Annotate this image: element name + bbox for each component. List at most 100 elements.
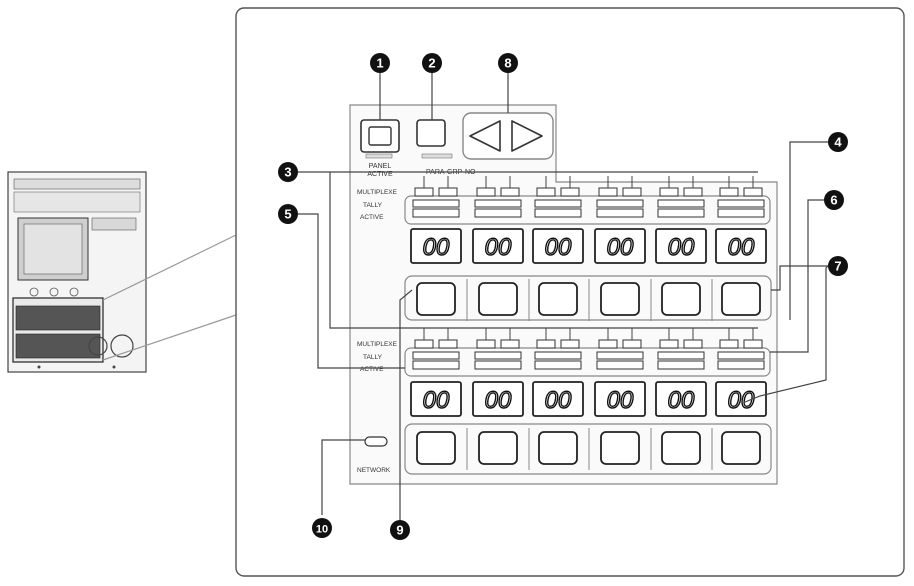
- para-grp-no-indicator: [421, 153, 453, 159]
- callout-circle: [278, 162, 298, 182]
- module-top-5: 00: [655, 176, 713, 321]
- multiplexe-led: [476, 339, 496, 349]
- para-grp-no-button[interactable]: [416, 119, 446, 147]
- callout-9: 9: [390, 520, 410, 540]
- module-bottom-6: 00: [715, 328, 767, 465]
- callout-6: 6: [824, 190, 844, 210]
- callout-circle: [312, 518, 332, 538]
- active-bar: [596, 208, 644, 218]
- seven-seg-display: [655, 228, 707, 264]
- tally-bar: [534, 199, 582, 208]
- module-button[interactable]: [538, 282, 578, 316]
- multiplexe-led: [622, 187, 642, 197]
- seven-seg-display: [655, 381, 707, 417]
- module-bottom-2: 00: [472, 328, 530, 470]
- display-value: 00: [668, 234, 695, 261]
- tally-active-group-bottom: [404, 347, 771, 377]
- callout-number: 6: [830, 193, 837, 208]
- multiplexe-led: [683, 187, 703, 197]
- module-button[interactable]: [478, 282, 518, 316]
- module-bottom-3: 00: [532, 328, 590, 470]
- panel-active-button-face: [368, 126, 392, 146]
- seven-seg-display: [410, 228, 462, 264]
- tally-bar: [474, 199, 522, 208]
- tally-label-top: TALLY: [363, 202, 383, 209]
- seven-seg-display: [715, 228, 767, 264]
- multiplexe-led: [414, 187, 434, 197]
- module-button[interactable]: [478, 431, 518, 465]
- multiplexe-led: [743, 187, 763, 197]
- multiplexe-led: [719, 187, 739, 197]
- button-row-group-bottom: [404, 423, 772, 475]
- active-label-bottom: ACTIVE: [360, 366, 384, 373]
- seven-seg-display: [472, 228, 524, 264]
- module-top-4: 00: [594, 176, 652, 321]
- module-button[interactable]: [600, 282, 640, 316]
- multiplexe-led: [683, 339, 703, 349]
- callout-number: 10: [316, 524, 328, 536]
- seven-seg-display: [715, 381, 767, 417]
- callout-7: 7: [828, 256, 848, 276]
- module-button[interactable]: [661, 282, 701, 316]
- module-button[interactable]: [416, 282, 456, 316]
- module-button[interactable]: [600, 431, 640, 465]
- module-bottom-1: 00: [410, 328, 468, 470]
- panel-label: PANEL: [369, 163, 392, 170]
- display-value: 00: [485, 234, 512, 261]
- active-bar: [474, 208, 522, 218]
- tally-bar: [534, 351, 582, 360]
- tally-bar: [474, 351, 522, 360]
- callout-3: 3: [278, 162, 298, 182]
- callout-5: 5: [278, 204, 298, 224]
- multiplexe-led: [500, 187, 520, 197]
- module-button[interactable]: [416, 431, 456, 465]
- multiplexe-led: [560, 187, 580, 197]
- callout-number: 7: [834, 259, 841, 274]
- overview-panel: [7, 171, 147, 373]
- active-bar: [717, 360, 765, 370]
- active-bar: [534, 360, 582, 370]
- display-value: 00: [545, 234, 572, 261]
- seven-seg-display: [472, 381, 524, 417]
- callout-number: 3: [284, 165, 291, 180]
- active-bar: [657, 360, 705, 370]
- active-label: ACTIVE: [367, 171, 393, 178]
- multiplexe-led: [743, 339, 763, 349]
- callout-circle: [828, 256, 848, 276]
- display-value: 00: [728, 387, 755, 414]
- tally-active-group-top: [404, 195, 771, 225]
- module-button[interactable]: [538, 431, 578, 465]
- multiplexe-led: [476, 187, 496, 197]
- multiplexe-led: [536, 339, 556, 349]
- module-top-1: 00: [410, 176, 468, 321]
- module-bottom-5: 00: [655, 328, 713, 470]
- callout-1: 1: [370, 53, 390, 73]
- tally-bar: [717, 351, 765, 360]
- module-button[interactable]: [661, 431, 701, 465]
- display-value: 00: [607, 234, 634, 261]
- tally-bar: [412, 199, 460, 208]
- tally-bar: [596, 199, 644, 208]
- callout-10: 10: [312, 518, 332, 538]
- seven-seg-display: [410, 381, 462, 417]
- multiplexe-led: [536, 187, 556, 197]
- tally-bar: [717, 199, 765, 208]
- right-arrow-button[interactable]: [511, 120, 543, 152]
- callout-number: 4: [834, 135, 842, 150]
- callout-number: 9: [396, 523, 403, 538]
- module-button[interactable]: [721, 282, 761, 316]
- callout-circle: [370, 53, 390, 73]
- callout-number: 8: [504, 56, 511, 71]
- display-value: 00: [545, 387, 572, 414]
- module-bottom-4: 00: [594, 328, 652, 470]
- module-button[interactable]: [721, 431, 761, 465]
- callout-circle: [278, 204, 298, 224]
- multiplexe-led: [500, 339, 520, 349]
- tally-bar: [412, 351, 460, 360]
- left-arrow-button[interactable]: [469, 120, 501, 152]
- multiplexe-led: [414, 339, 434, 349]
